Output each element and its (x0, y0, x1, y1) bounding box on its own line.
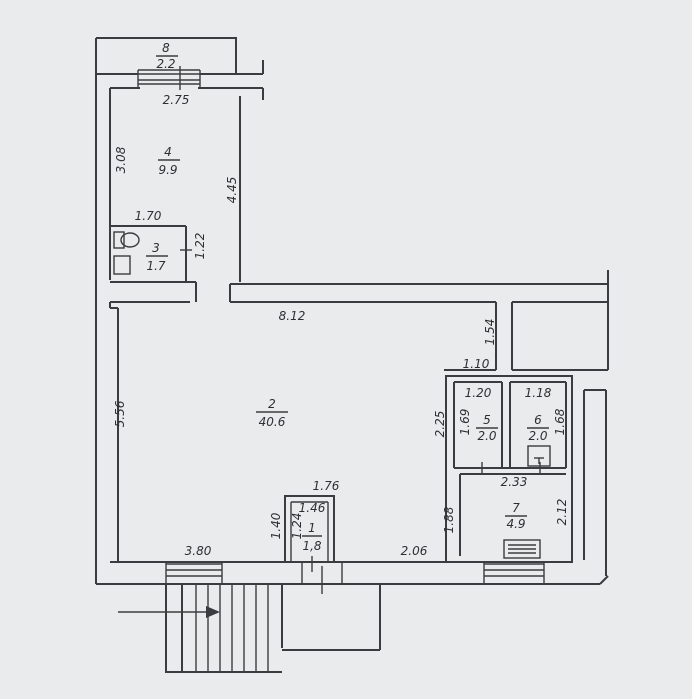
dim-1-68: 1.68 (553, 408, 567, 435)
room1-area: 1,8 (302, 539, 321, 553)
room5-number: 5 (483, 413, 491, 427)
window-bottom-left (165, 562, 223, 584)
dim-1-10: 1.10 (463, 357, 490, 371)
dim-2-33: 2.33 (501, 475, 528, 489)
stairs-outline (165, 584, 282, 673)
wet-block-walls (445, 375, 573, 563)
toilet-tank (113, 231, 125, 249)
room6-area: 2.0 (528, 429, 547, 443)
dim-1-40: 1.40 (269, 512, 283, 539)
room5-area: 2.0 (477, 429, 496, 443)
room4-number: 4 (164, 145, 172, 159)
stove-fixture (503, 539, 541, 559)
entrance-stairs (118, 584, 381, 673)
room6-number: 6 (534, 413, 542, 427)
dim-4-45: 4.45 (225, 177, 239, 204)
dim-1-70: 1.70 (135, 209, 162, 223)
dim-8-12: 8.12 (279, 309, 306, 323)
dim-1-69: 1.69 (458, 409, 472, 436)
outer-walls (95, 37, 609, 585)
dim-1-24: 1.24 (290, 513, 304, 540)
dim-1-88: 1.88 (442, 506, 456, 533)
window-balcony (137, 66, 201, 90)
bathroom (110, 225, 192, 282)
room4-area: 9.9 (158, 163, 177, 177)
dim-1-46: 1.46 (299, 501, 326, 515)
room8-area: 2.2 (156, 57, 175, 71)
dim-1-22: 1.22 (193, 233, 207, 260)
dim-2-12: 2.12 (555, 499, 569, 526)
dim-5-56: 5.56 (113, 400, 127, 427)
corner-wall (599, 575, 609, 585)
room2-area: 40.6 (259, 415, 286, 429)
dim-1-18: 1.18 (525, 386, 552, 400)
dim-1-20: 1.20 (465, 386, 492, 400)
dim-2-06: 2.06 (401, 544, 428, 558)
wet-block-outline (445, 375, 573, 563)
room3-area: 1.7 (146, 259, 165, 273)
entrance-door (301, 561, 343, 585)
arrow-head-icon (206, 606, 220, 618)
dimension-labels: 2.75 3.08 4.45 1.70 1.22 8.12 1.54 1.10 … (113, 93, 569, 558)
sink-fixture (527, 445, 551, 467)
room8-number: 8 (162, 41, 170, 55)
dim-1-76: 1.76 (313, 479, 340, 493)
balcony-top-wall (96, 37, 237, 74)
room-labels: 8 2.2 4 9.9 3 1.7 2 40.6 5 2.0 6 2.0 7 4… (146, 41, 549, 553)
dim-2-25: 2.25 (433, 411, 447, 438)
sink-icon (113, 255, 131, 275)
dim-2-75: 2.75 (163, 93, 190, 107)
room3-number: 3 (152, 241, 160, 255)
dim-3-80: 3.80 (185, 544, 212, 558)
dim-1-54: 1.54 (483, 319, 497, 346)
toilet-icon (120, 232, 140, 248)
windows (137, 66, 545, 585)
room7-area: 4.9 (506, 517, 525, 531)
room2-number: 2 (268, 397, 276, 411)
window-bottom-right (483, 562, 545, 584)
room1-number: 1 (308, 521, 316, 535)
room7-number: 7 (512, 501, 520, 515)
dim-3-08: 3.08 (114, 146, 128, 173)
